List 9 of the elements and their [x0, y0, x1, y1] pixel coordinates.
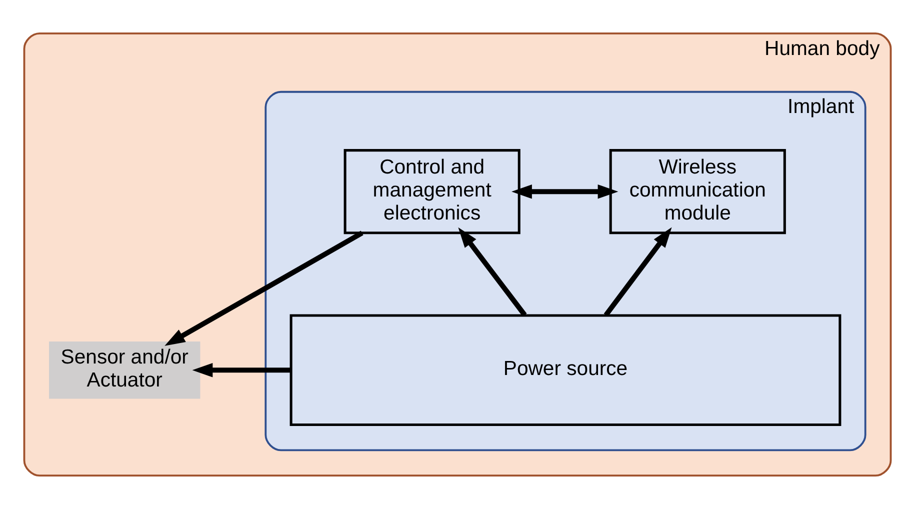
arrow: [603, 227, 672, 317]
node-box: Power source: [289, 314, 841, 426]
node-box: Wireless communication module: [608, 149, 786, 234]
arrow: [511, 184, 618, 199]
node-box: Control and management electronics: [343, 149, 520, 234]
arrow: [192, 362, 290, 378]
arrow: [164, 230, 363, 346]
node-box: Sensor and/or Actuator: [48, 342, 200, 399]
arrow: [458, 227, 526, 317]
